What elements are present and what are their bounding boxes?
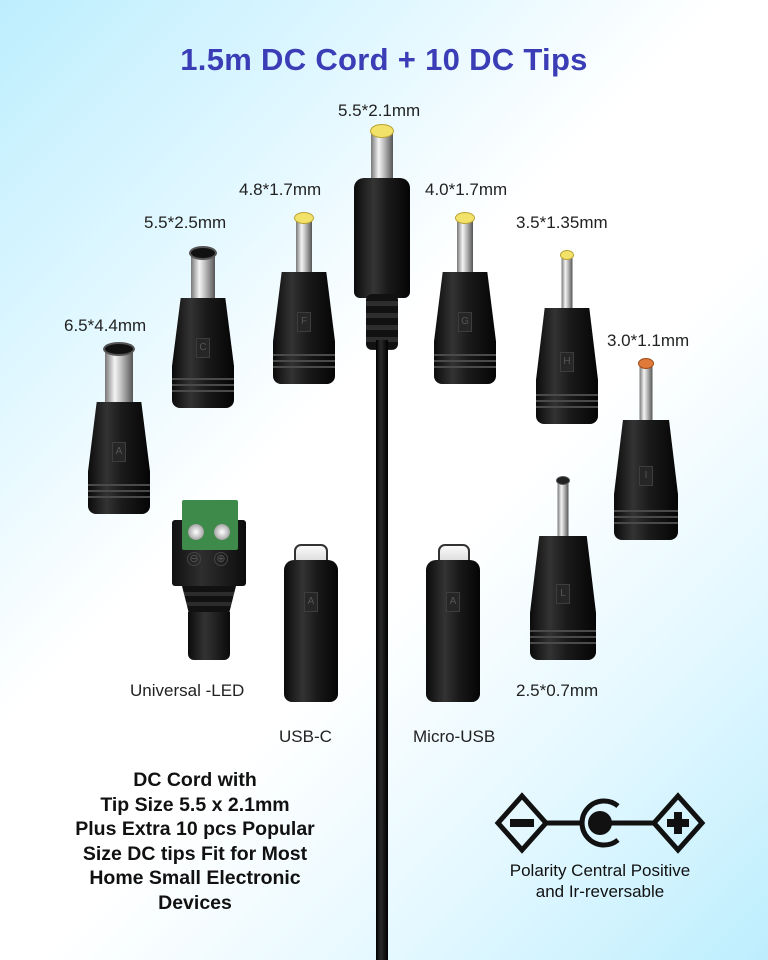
micro-usb-body [426,560,480,702]
tip-label-usb-c: USB-C [279,727,332,746]
tip-ring [273,366,335,368]
tip-pin-cap [556,476,570,485]
tip-label-universal-led: Universal -LED [130,681,245,700]
description-line: Plus Extra 10 pcs Popular [75,818,315,840]
polarity-caption-line: Polarity Central Positive [509,861,691,880]
tip-label-3-5x1-35: 3.5*1.35mm [516,213,608,232]
description-line: Size DC tips Fit for Most [82,842,308,865]
tip-marking: L [556,584,570,604]
page-title: 1.5m DC Cord + 10 DC Tips [180,42,588,77]
screw-icon [214,524,230,540]
tip-pin [557,478,569,542]
tip-marking: C [196,338,210,358]
minus-icon [510,819,534,827]
tip-pin-cap [103,342,135,356]
tip-label-2-5x0-7: 2.5*0.7mm [516,681,599,700]
tip-ring [88,484,150,486]
main-pin [371,128,393,182]
polarity-caption: Polarity Central Positive and Ir-reversa… [480,860,720,902]
tip-pin [639,360,653,426]
tip-4-8x1-7: F [273,212,335,384]
tip-pin [561,252,573,314]
tip-ring [434,354,496,356]
tip-pin [296,214,312,276]
main-connector-body [354,178,410,298]
tip-marking: A [304,592,318,612]
tip-3-0x1-1: I [614,358,678,540]
tip-ring [530,630,596,632]
tip-ring [530,642,596,644]
tip-pin-cap [189,246,217,260]
negative-terminal-icon: ⊖ [187,552,201,566]
tip-ring [88,496,150,498]
tip-ring [273,354,335,356]
polarity-center-positive-icon [494,792,706,854]
led-barrel [188,612,230,660]
tip-4-0x1-7: G [434,212,496,384]
tip-label-4-8x1-7: 4.8*1.7mm [239,180,322,199]
tip-label-micro-usb: Micro-USB [413,727,496,746]
tip-label-4-0x1-7: 4.0*1.7mm [425,180,508,199]
tip-ring [614,510,678,512]
tip-ring [536,394,598,396]
tip-6-5x4-4: A [88,342,150,514]
tip-ring [614,522,678,524]
description-line: Devices [158,891,232,914]
tip-3-5x1-35: H [536,250,598,424]
tip-label-6-5x4-4: 6.5*4.4mm [64,316,147,335]
tip-5-5x2-5: C [172,246,234,408]
tip-label-3-0x1-1: 3.0*1.1mm [607,331,690,350]
description-line: Home Small Electronic [89,867,301,889]
tip-ring [530,636,596,638]
tip-label-5-5x2-5: 5.5*2.5mm [144,213,227,232]
tip-ring [172,378,234,380]
tip-2-5x0-7: L [530,476,596,660]
usb-c-body [284,560,338,702]
led-strain-relief [182,586,236,616]
tip-marking: F [297,312,311,332]
description-line: Tip Size 5.5 x 2.1mm [100,793,290,816]
tip-ring [536,400,598,402]
tip-ring [273,360,335,362]
tip-pin-cap [455,212,475,224]
tip-ring [536,406,598,408]
main-connector-label: 5.5*2.1mm [338,101,421,120]
product-description: DC Cord with Tip Size 5.5 x 2.1mm Plus E… [40,768,350,915]
tip-marking: I [639,466,653,486]
tip-ring [172,384,234,386]
description-line: DC Cord with [133,769,257,791]
tip-pin-cap [560,250,574,260]
tip-ring [172,390,234,392]
dc-cord [376,340,388,960]
tip-marking: G [458,312,472,332]
tip-pin [457,214,473,276]
positive-terminal-icon: ⊕ [214,552,228,566]
tip-pin-cap [294,212,314,224]
screw-icon [188,524,204,540]
tip-ring [614,516,678,518]
tip-marking: A [446,592,460,612]
tip-pin-cap [638,358,654,369]
tip-ring [88,490,150,492]
polarity-caption-line: and Ir-reversable [535,882,665,901]
tip-ring [434,366,496,368]
tip-marking: H [560,352,574,372]
tip-ring [434,360,496,362]
main-pin-cap [370,124,394,138]
tip-marking: A [112,442,126,462]
